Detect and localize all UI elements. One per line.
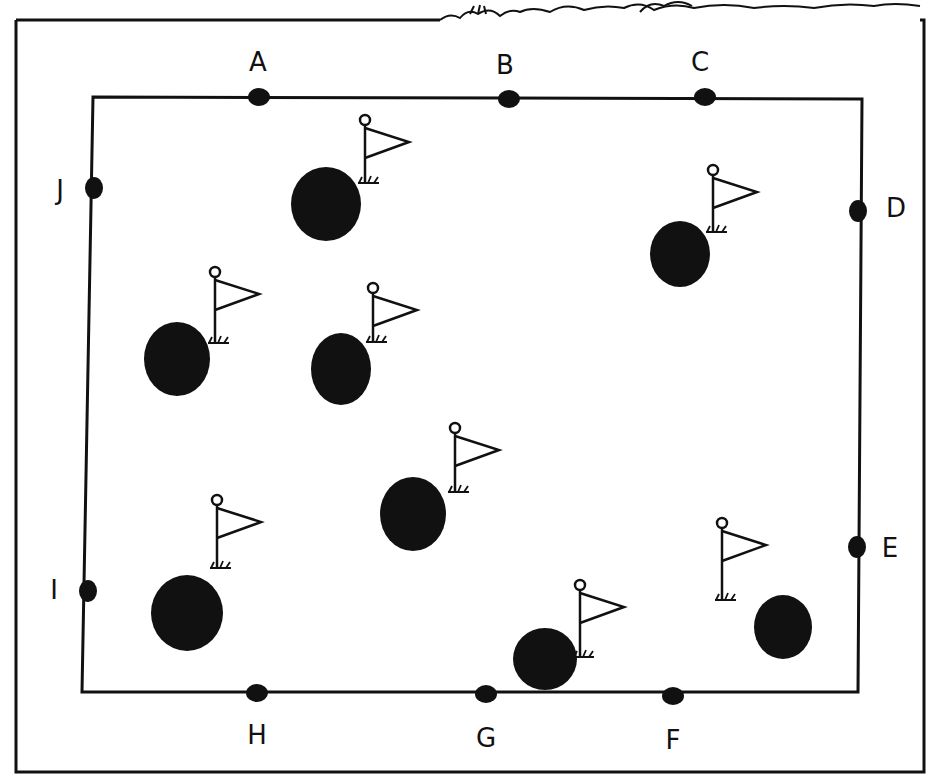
golf-hole [754, 595, 812, 659]
grass-tuft [210, 561, 231, 568]
flag-ball [717, 518, 727, 528]
golf-hole [380, 477, 446, 551]
boundary-dot [85, 177, 103, 199]
grass-edge [440, 4, 920, 20]
point-label: E [882, 535, 898, 561]
flag-pennant [365, 128, 409, 158]
golf-hole [311, 333, 371, 405]
frame-line [16, 19, 440, 22]
flag-pole [372, 293, 375, 342]
frame-line [16, 20, 924, 772]
outer-frame [16, 2, 924, 772]
flag-pennant [217, 508, 261, 538]
flag-ball [708, 165, 718, 175]
point-label: I [50, 577, 58, 603]
grass-tuft [208, 336, 229, 343]
flag-ball [360, 115, 370, 125]
point-label: D [886, 195, 906, 221]
boundary-dot [246, 684, 268, 702]
flag-pole [454, 433, 457, 492]
point-label: B [496, 52, 514, 78]
point-label: G [476, 725, 496, 751]
grass-tuft [470, 2, 692, 14]
boundary-dot [694, 88, 716, 106]
flag-ball [368, 283, 378, 293]
point-label: H [247, 722, 267, 748]
boundary-dot [662, 687, 684, 705]
flag-pennant [580, 593, 624, 623]
flag-pennant [455, 436, 499, 466]
flag-pole [364, 125, 367, 183]
boundary-dot [79, 580, 97, 602]
golf-hole [151, 575, 223, 651]
holes [144, 167, 812, 690]
flag-pole [712, 175, 715, 232]
flag-ball [450, 423, 460, 433]
flag-pennant [713, 178, 757, 208]
flag-ball [210, 267, 220, 277]
grass-tuft [366, 335, 387, 342]
flag-ball [212, 495, 222, 505]
flag-pennant [373, 296, 417, 326]
point-label: J [56, 177, 64, 203]
golf-hole [144, 322, 210, 396]
boundary-points [79, 88, 867, 705]
grass-tuft [706, 225, 727, 232]
course-boundary [82, 97, 862, 692]
boundary-dot [849, 200, 867, 222]
point-label: F [666, 727, 681, 753]
boundary-dot [475, 685, 497, 703]
grass-tuft [358, 176, 379, 183]
flag-pole [721, 528, 724, 600]
boundary-dot [248, 88, 270, 106]
boundary-dot [848, 536, 866, 558]
golf-hole [291, 167, 361, 241]
point-label: A [249, 49, 267, 75]
flag-ball [575, 580, 585, 590]
flag-pennant [722, 531, 766, 561]
flag-pennant [215, 280, 259, 310]
golf-hole [513, 628, 577, 690]
boundary-dot [498, 90, 520, 108]
point-label: C [691, 49, 709, 75]
flags [208, 115, 766, 657]
golf-hole [650, 221, 710, 287]
grass-tuft [448, 485, 469, 492]
grass-tuft [573, 650, 594, 657]
grass-tuft [715, 593, 736, 600]
